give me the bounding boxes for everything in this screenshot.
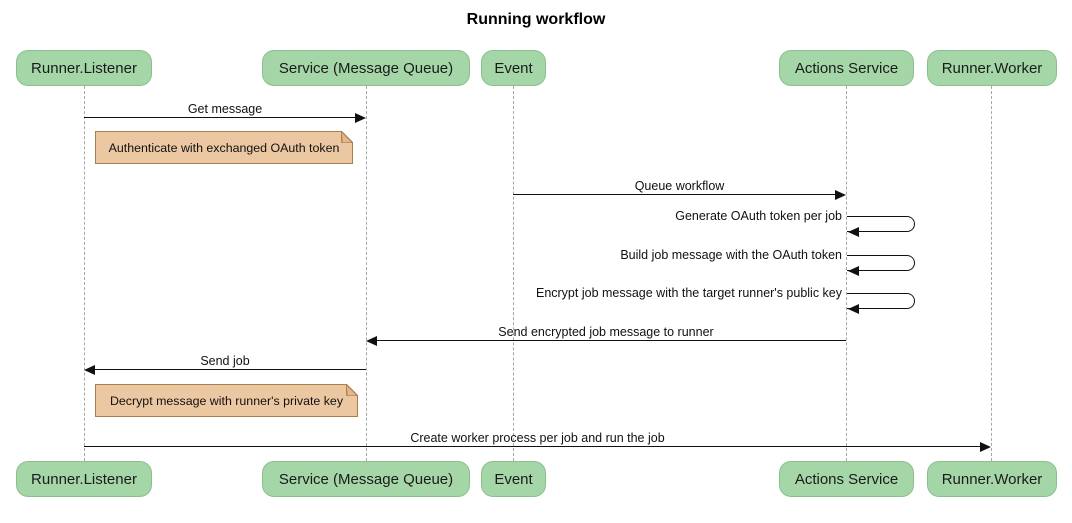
lifeline-runner-worker: [991, 86, 992, 461]
self-loop-line: [847, 255, 915, 271]
message-label: Encrypt job message with the target runn…: [535, 286, 842, 300]
actor-bottom-service-message-queue: Service (Message Queue): [262, 461, 470, 497]
message-label: Generate OAuth token per job: [675, 209, 842, 223]
actor-bottom-event: Event: [481, 461, 546, 497]
message-label: Send encrypted job message to runner: [498, 325, 714, 339]
message-label: Build job message with the OAuth token: [620, 248, 842, 262]
arrowhead-right-icon: [980, 442, 991, 452]
message-line: [84, 446, 981, 447]
diagram-title: Running workflow: [466, 11, 606, 28]
actor-bottom-runner-worker: Runner.Worker: [927, 461, 1057, 497]
actor-top-service-message-queue: Service (Message Queue): [262, 50, 470, 86]
self-loop-line: [847, 293, 915, 309]
message-line: [513, 194, 836, 195]
arrowhead-left-icon: [848, 266, 859, 276]
arrowhead-left-icon: [84, 365, 95, 375]
lifeline-service-message-queue: [366, 86, 367, 461]
actor-bottom-actions-service: Actions Service: [779, 461, 914, 497]
message-line: [376, 340, 846, 341]
actor-bottom-runner-listener: Runner.Listener: [16, 461, 152, 497]
arrowhead-left-icon: [366, 336, 377, 346]
lifeline-event: [513, 86, 514, 461]
message-label: Queue workflow: [634, 179, 725, 193]
arrowhead-right-icon: [835, 190, 846, 200]
message-line: [84, 117, 356, 118]
message-label: Get message: [187, 102, 263, 116]
note-label: Decrypt message with runner's private ke…: [109, 393, 344, 408]
message-line: [94, 369, 366, 370]
lifeline-actions-service: [846, 86, 847, 461]
actor-top-event: Event: [481, 50, 546, 86]
message-label: Send job: [200, 354, 250, 368]
note-authenticate-oauth: Authenticate with exchanged OAuth token: [95, 131, 353, 164]
actor-top-runner-listener: Runner.Listener: [16, 50, 152, 86]
arrowhead-right-icon: [355, 113, 366, 123]
note-label: Authenticate with exchanged OAuth token: [108, 140, 340, 155]
folded-corner-icon: [346, 384, 358, 396]
actor-top-actions-service: Actions Service: [779, 50, 914, 86]
arrowhead-left-icon: [848, 227, 859, 237]
message-label: Create worker process per job and run th…: [410, 431, 665, 445]
actor-top-runner-worker: Runner.Worker: [927, 50, 1057, 86]
lifeline-runner-listener: [84, 86, 85, 461]
arrowhead-left-icon: [848, 304, 859, 314]
note-decrypt-private-key: Decrypt message with runner's private ke…: [95, 384, 358, 417]
self-loop-line: [847, 216, 915, 232]
folded-corner-icon: [341, 131, 353, 143]
